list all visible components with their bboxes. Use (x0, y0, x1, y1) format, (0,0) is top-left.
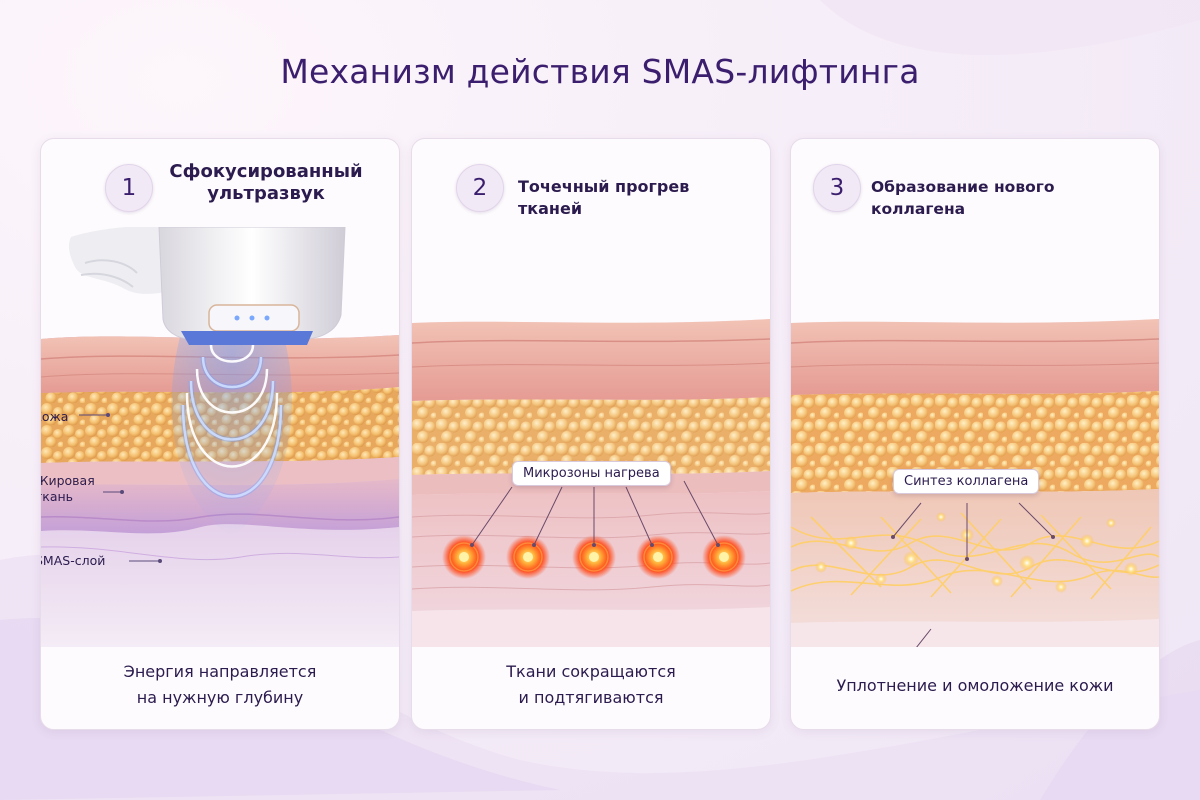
heat-point-icon (636, 535, 680, 579)
step-card-3: 3 Образование нового коллагена (790, 138, 1160, 730)
step-number-3: 3 (813, 164, 861, 212)
step-caption-1: Энергия направляется на нужную глубину (41, 659, 399, 711)
heat-point-icon (506, 535, 550, 579)
step-title-3: Образование нового коллагена (871, 178, 1055, 218)
label-fat-line2: ткань (41, 489, 74, 504)
heat-points (442, 535, 746, 579)
step-title-2: Точечный прогрев тканей (518, 177, 690, 218)
step-caption-3: Уплотнение и омоложение кожи (791, 673, 1159, 699)
ultrasound-illustration (41, 227, 399, 647)
step-caption-2-line2: и подтягиваются (518, 688, 664, 707)
heat-point-icon (702, 535, 746, 579)
step-header-1: 1 Сфокусированный ультразвук (41, 139, 399, 231)
step-caption-1-line1: Энергия направляется (123, 662, 317, 681)
collagen-illustration (791, 319, 1159, 647)
label-fat: Жировая ткань (40, 473, 95, 505)
callout-heat-zones: Микрозоны нагрева (512, 461, 671, 486)
step-header-2: 2 Точечный прогрев тканей (412, 139, 770, 231)
step-number-1: 1 (105, 164, 153, 212)
step-caption-2-line1: Ткани сокращаются (506, 662, 676, 681)
step-title-1: Сфокусированный ультразвук (169, 161, 363, 204)
callout-collagen-synthesis: Синтез коллагена (893, 469, 1040, 494)
step-card-1: 1 Сфокусированный ультразвук (40, 138, 400, 730)
page-title: Механизм действия SMAS-лифтинга (280, 52, 920, 91)
step-caption-2: Ткани сокращаются и подтягиваются (412, 659, 770, 711)
step-caption-1-line2: на нужную глубину (136, 688, 304, 707)
heat-point-icon (442, 535, 486, 579)
ultrasound-device-icon (158, 227, 346, 345)
step-header-3: 3 Образование нового коллагена (791, 139, 1159, 231)
label-fat-line1: Жировая (40, 473, 95, 488)
step-card-2: 2 Точечный прогрев тканей (411, 138, 771, 730)
step-number-2: 2 (456, 164, 504, 212)
step-caption-3-line1: Уплотнение и омоложение кожи (836, 676, 1114, 695)
heating-illustration (412, 319, 770, 647)
label-skin: Кожа (41, 409, 69, 424)
label-smas: SMAS-слой (40, 553, 106, 568)
